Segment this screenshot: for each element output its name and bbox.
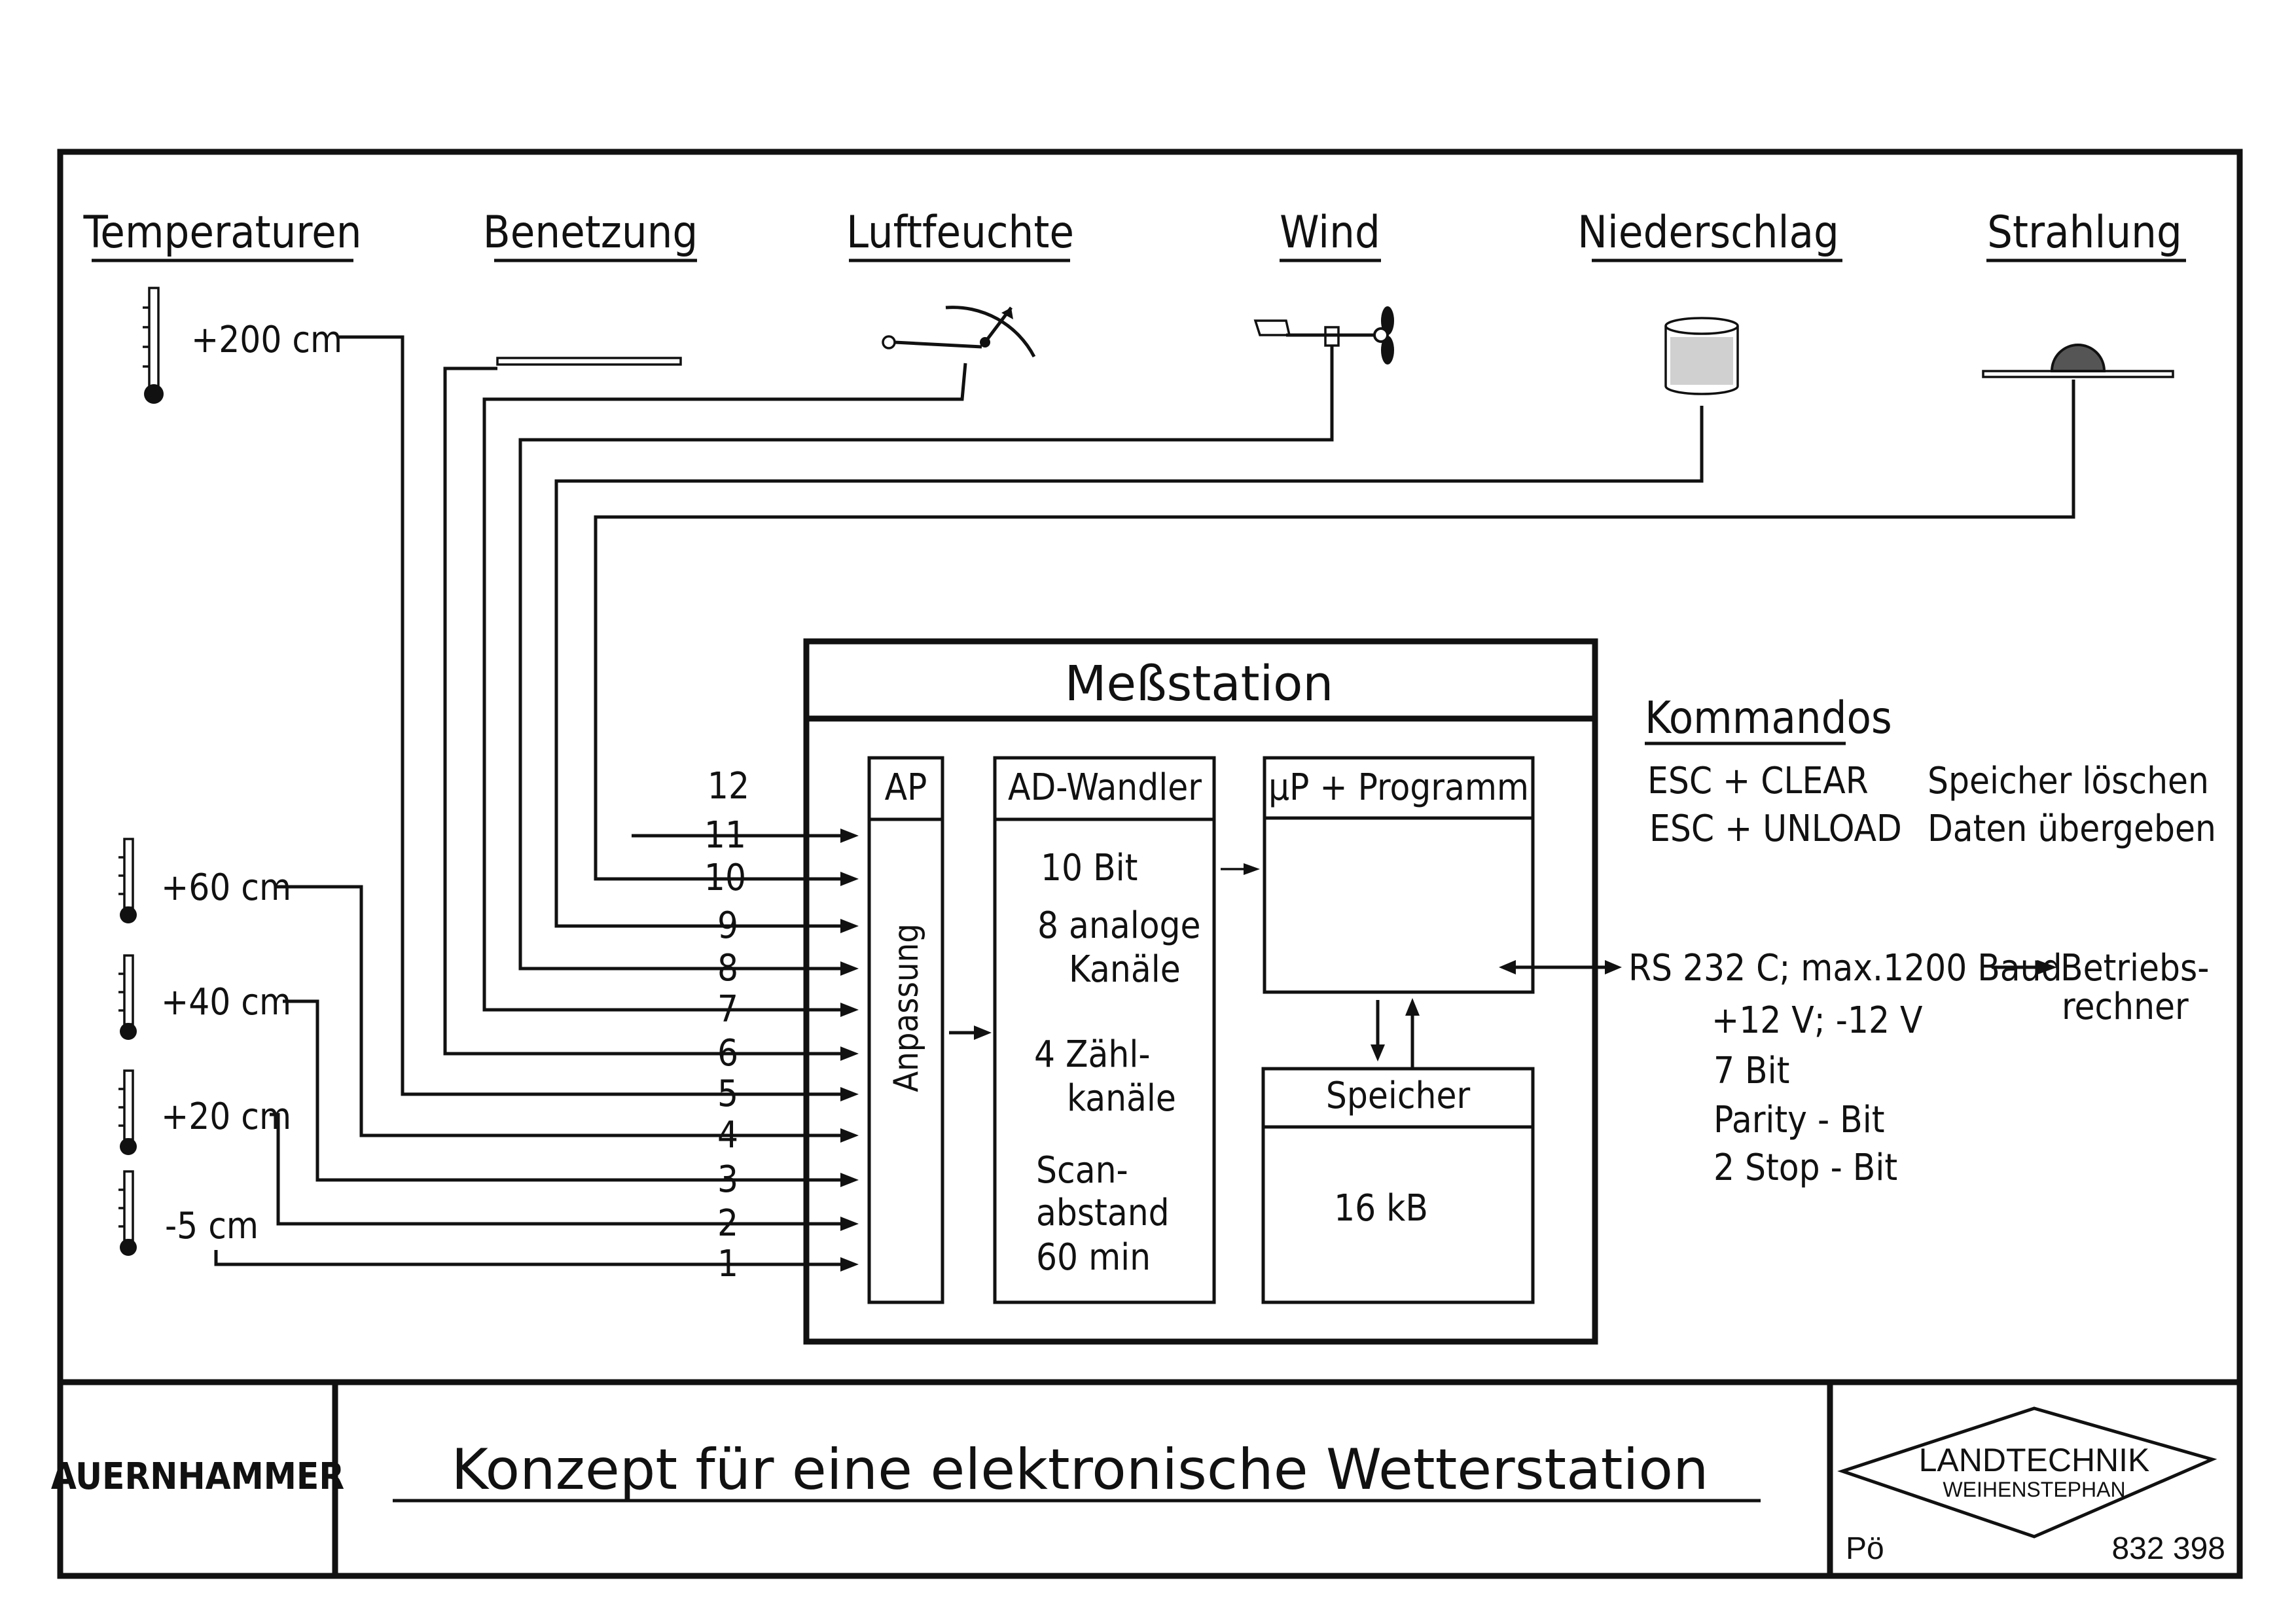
wetness-plate-icon bbox=[496, 357, 682, 366]
channel-6: 6 bbox=[717, 1032, 738, 1075]
header-luftfeuchte: Luftfeuchte bbox=[846, 207, 1074, 259]
betriebsrechner-line1: Betriebs- bbox=[2060, 947, 2209, 990]
spec-voltage: +12 V; -12 V bbox=[1712, 999, 1923, 1042]
header-strahlung: Strahlung bbox=[1987, 207, 2182, 259]
thermometer-icon bbox=[143, 287, 164, 404]
channel-numbers: 12 11 10 9 8 7 6 5 4 3 2 1 bbox=[704, 765, 749, 1285]
ad-line2: 8 analoge bbox=[1037, 904, 1201, 947]
ad-line1: 10 Bit bbox=[1041, 847, 1138, 889]
spec-bits: 7 Bit bbox=[1713, 1050, 1789, 1092]
sensor-wiring bbox=[337, 335, 2075, 1096]
header-wind: Wind bbox=[1280, 207, 1380, 259]
kommandos-title: Kommandos bbox=[1645, 692, 1892, 744]
kommando-1-desc: Speicher löschen bbox=[1928, 760, 2209, 802]
rs232-label: RS 232 C; max.1200 Baud bbox=[1628, 947, 2062, 990]
channel-9: 9 bbox=[717, 904, 738, 947]
channel-7: 7 bbox=[717, 988, 738, 1031]
ad-wandler-box bbox=[993, 756, 1216, 1304]
speicher-box bbox=[1261, 1067, 1535, 1304]
channel-11: 11 bbox=[704, 814, 746, 857]
ad-line3: Kanäle bbox=[1069, 948, 1181, 991]
anemometer-icon bbox=[1253, 306, 1394, 365]
label-20cm: +20 cm bbox=[161, 1096, 291, 1138]
drawing-number: 832 398 bbox=[2111, 1531, 2225, 1566]
kommando-2-desc: Daten übergeben bbox=[1928, 808, 2216, 850]
kommando-1: ESC + CLEAR bbox=[1647, 760, 1869, 802]
outer-frame bbox=[57, 149, 2243, 1579]
ap-box bbox=[867, 756, 944, 1304]
anpassung-label: Anpassung bbox=[887, 923, 926, 1092]
ap-label: AP bbox=[885, 766, 927, 809]
speicher-title: Speicher bbox=[1326, 1075, 1471, 1117]
channel-5: 5 bbox=[717, 1073, 738, 1115]
initials: Pö bbox=[1846, 1531, 1884, 1566]
betriebsrechner-line2: rechner bbox=[2062, 986, 2189, 1028]
speicher-memory: 16 kB bbox=[1334, 1187, 1428, 1230]
thermometer-icon bbox=[118, 1170, 137, 1256]
radiation-sensor-icon bbox=[1982, 344, 2174, 378]
ad-line5: kanäle bbox=[1067, 1077, 1176, 1120]
logo-line2: WEIHENSTEPHAN bbox=[1943, 1478, 2125, 1501]
spec-stop: 2 Stop - Bit bbox=[1713, 1147, 1897, 1189]
channel-3: 3 bbox=[717, 1158, 738, 1201]
spec-parity: Parity - Bit bbox=[1713, 1099, 1884, 1141]
up-title: μP + Programm bbox=[1268, 766, 1529, 809]
drawing-title: Konzept für eine elektronische Wettersta… bbox=[451, 1437, 1708, 1503]
messstation-box bbox=[803, 638, 1598, 1345]
author: AUERNHAMMER bbox=[51, 1455, 344, 1498]
channel-1: 1 bbox=[717, 1243, 738, 1285]
ad-line8: 60 min bbox=[1036, 1236, 1151, 1279]
hygrometer-icon bbox=[882, 306, 1036, 358]
channel-4: 4 bbox=[717, 1114, 738, 1156]
header-temperaturen: Temperaturen bbox=[83, 207, 362, 259]
thermometer-icon bbox=[118, 1069, 137, 1155]
ad-line6: Scan- bbox=[1036, 1149, 1128, 1192]
header-niederschlag: Niederschlag bbox=[1577, 207, 1839, 259]
landtechnik-logo: LANDTECHNIK WEIHENSTEPHAN bbox=[1837, 1406, 2217, 1539]
channel-2: 2 bbox=[717, 1202, 738, 1245]
ad-line7: abstand bbox=[1036, 1192, 1170, 1234]
messstation-title: Meßstation bbox=[1065, 656, 1334, 712]
logo-line1: LANDTECHNIK bbox=[1919, 1442, 2150, 1478]
header-benetzung: Benetzung bbox=[483, 207, 698, 259]
soil-wiring bbox=[214, 885, 795, 1266]
label-60cm: +60 cm bbox=[161, 866, 291, 909]
kommando-2: ESC + UNLOAD bbox=[1649, 808, 1902, 850]
channel-12: 12 bbox=[708, 765, 749, 808]
ad-wandler-title: AD-Wandler bbox=[1008, 766, 1202, 809]
channel-10: 10 bbox=[704, 857, 746, 899]
rain-gauge-icon bbox=[1664, 317, 1739, 395]
ad-line4: 4 Zähl- bbox=[1034, 1033, 1151, 1076]
up-box bbox=[1263, 756, 1535, 994]
label-200cm: +200 cm bbox=[191, 319, 342, 361]
thermometer-icon bbox=[118, 954, 137, 1040]
channel-8: 8 bbox=[717, 947, 738, 990]
thermometer-icon bbox=[118, 838, 137, 923]
label-40cm: +40 cm bbox=[161, 981, 291, 1024]
label-5cm: -5 cm bbox=[165, 1205, 259, 1247]
